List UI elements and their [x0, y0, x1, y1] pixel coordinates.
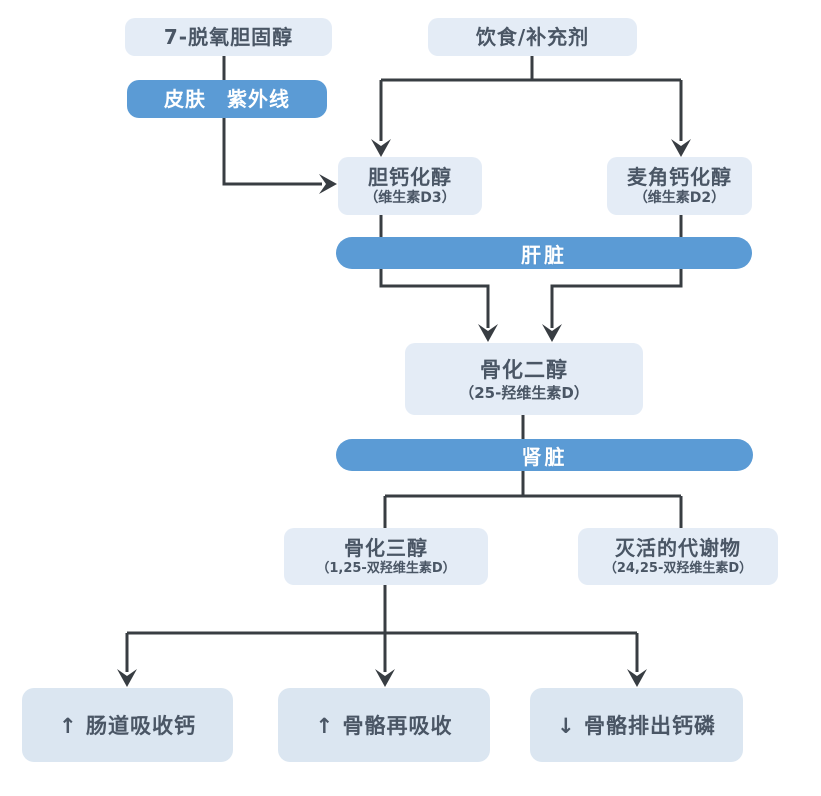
node-cholecalciferol-label: 胆钙化醇 — [368, 165, 452, 190]
node-calcidiol-sublabel: （25-羟维生素D） — [459, 384, 589, 403]
node-ergocalciferol-sublabel: （维生素D2） — [633, 190, 726, 207]
node-diet-supplements-label: 饮食/补充剂 — [475, 24, 590, 49]
node-cholecalciferol-sublabel: （维生素D3） — [364, 190, 456, 207]
node-calcidiol-label: 骨化二醇 — [480, 358, 568, 383]
node-cholecalciferol: 胆钙化醇 （维生素D3） — [338, 157, 482, 215]
node-inactive-metabolites-sublabel: （24,25-双羟维生素D） — [603, 561, 753, 577]
node-calcitriol-label: 骨化三醇 — [344, 536, 428, 561]
node-intestinal-calcium-absorption-label: ↑ 肠道吸收钙 — [59, 714, 196, 738]
node-calcitriol: 骨化三醇 （1,25-双羟维生素D） — [284, 528, 488, 585]
node-calcidiol: 骨化二醇 （25-羟维生素D） — [405, 343, 643, 415]
node-bone-calcium-phosphate-excretion: ↓ 骨骼排出钙磷 — [530, 688, 743, 762]
bar-kidney: 肾脏 — [336, 439, 753, 471]
bar-liver: 肝脏 — [336, 237, 752, 269]
node-bone-calcium-phosphate-excretion-label: ↓ 骨骼排出钙磷 — [557, 714, 716, 738]
node-diet-supplements: 饮食/补充剂 — [428, 18, 637, 56]
node-7-dehydrocholesterol-label: 7-脱氧胆固醇 — [163, 24, 294, 49]
node-bone-resorption-label: ↑ 骨骼再吸收 — [315, 714, 453, 738]
node-calcitriol-sublabel: （1,25-双羟维生素D） — [316, 561, 456, 577]
node-skin-uv: 皮肤 紫外线 — [127, 80, 327, 118]
bar-kidney-label: 肾脏 — [521, 444, 568, 469]
node-7-dehydrocholesterol: 7-脱氧胆固醇 — [125, 18, 332, 56]
node-intestinal-calcium-absorption: ↑ 肠道吸收钙 — [22, 688, 233, 762]
node-inactive-metabolites-label: 灭活的代谢物 — [615, 536, 741, 561]
node-skin-uv-label: 皮肤 紫外线 — [164, 86, 290, 111]
bar-liver-label: 肝脏 — [521, 242, 567, 267]
node-ergocalciferol-label: 麦角钙化醇 — [627, 165, 732, 190]
node-inactive-metabolites: 灭活的代谢物 （24,25-双羟维生素D） — [578, 528, 778, 585]
node-ergocalciferol: 麦角钙化醇 （维生素D2） — [607, 157, 752, 215]
node-bone-resorption: ↑ 骨骼再吸收 — [278, 688, 490, 762]
